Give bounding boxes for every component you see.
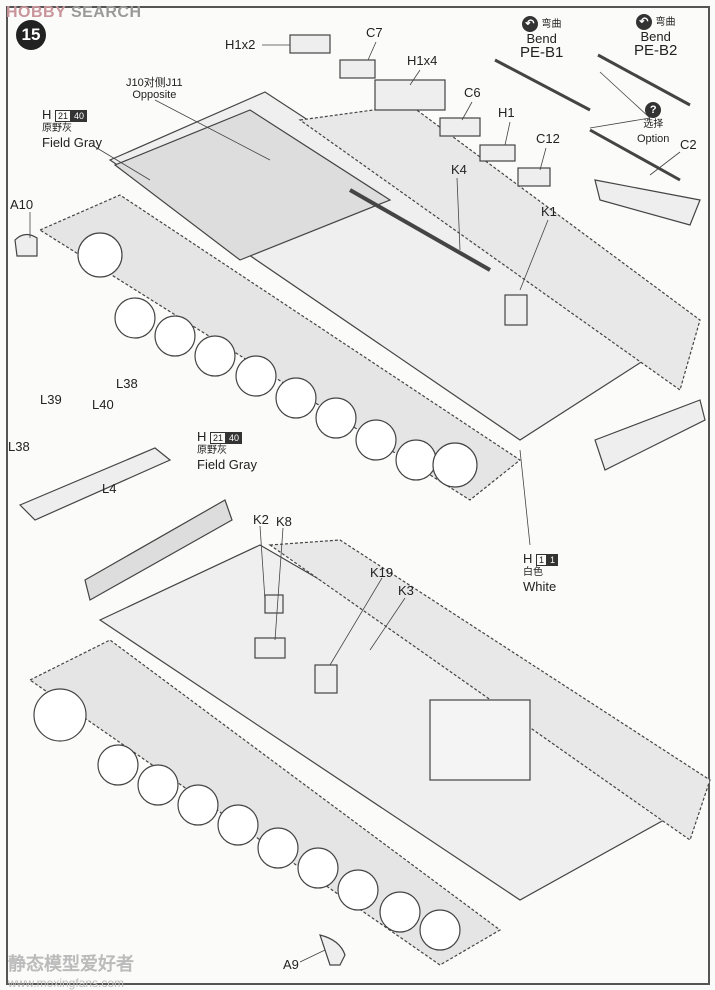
paint-name-en: White bbox=[523, 579, 557, 594]
part-label-l38-top: L38 bbox=[116, 376, 138, 391]
paint-code-alt: 40 bbox=[71, 109, 88, 122]
bend-icon: ↶ bbox=[521, 16, 538, 32]
paint-code: 21 bbox=[55, 109, 72, 122]
paint-code: 21 bbox=[210, 431, 227, 444]
paint-prefix: H bbox=[197, 429, 207, 444]
bend-callout-pe-b1: ↶ 弯曲 Bend PE-B1 bbox=[520, 16, 563, 60]
part-label-k19: K19 bbox=[370, 565, 394, 580]
part-label-h1: H1 bbox=[498, 105, 515, 120]
watermark-url: www.moxingfans.com bbox=[8, 976, 125, 990]
part-label-l39: L39 bbox=[40, 392, 62, 407]
lower-road-wheels bbox=[33, 688, 461, 951]
paint-code-alt: 1 bbox=[547, 553, 559, 566]
page-border bbox=[6, 6, 710, 985]
part-label-pe-b1: PE-B1 bbox=[520, 44, 564, 61]
logo-brand-b: SEARCH bbox=[70, 4, 142, 21]
option-callout: ? 选择 Option bbox=[637, 102, 669, 146]
part-label-c6: C6 bbox=[464, 85, 481, 100]
part-label-k4: K4 bbox=[451, 162, 467, 177]
track-links bbox=[289, 34, 706, 471]
option-cn: 选择 bbox=[643, 119, 664, 130]
upper-tank-hull bbox=[38, 91, 701, 501]
paint-name-en: Field Gray bbox=[42, 135, 102, 150]
watermark-cn: 静态模型爱好者 bbox=[8, 954, 134, 974]
paint-name-en: Field Gray bbox=[197, 457, 257, 472]
part-label-c7: C7 bbox=[366, 25, 383, 40]
bend-callout-pe-b2: ↶ 弯曲 Bend PE-B2 bbox=[634, 14, 677, 58]
opposite-note: J10对侧J11 Opposite bbox=[126, 77, 183, 101]
logo-brand-a: HOBBY bbox=[6, 4, 66, 21]
photo-etch-rails bbox=[349, 53, 691, 272]
part-label-pe-b2: PE-B2 bbox=[634, 42, 678, 59]
bend-en: Bend bbox=[526, 31, 557, 46]
opposite-text: Opposite bbox=[132, 89, 177, 101]
paint-name-cn: 原野灰 bbox=[197, 445, 227, 456]
part-label-c2: C2 bbox=[680, 137, 697, 152]
part-label-a9: A9 bbox=[283, 957, 299, 972]
paint-code: 1 bbox=[536, 553, 548, 566]
paint-prefix: H bbox=[42, 107, 52, 122]
bend-cn: 弯曲 bbox=[655, 17, 676, 28]
part-label-h1x2: H1x2 bbox=[225, 37, 256, 52]
bend-en: Bend bbox=[640, 29, 671, 44]
paint-code-alt: 40 bbox=[226, 431, 243, 444]
opposite-parts: J10对侧J11 bbox=[126, 77, 183, 89]
paint-prefix: H bbox=[523, 551, 533, 566]
hobby-search-logo: HOBBY SEARCH bbox=[6, 4, 142, 22]
parts-frame-L4 bbox=[14, 233, 528, 966]
step-number: 15 bbox=[16, 20, 46, 50]
option-en: Option bbox=[637, 133, 670, 145]
paint-name-cn: 白色 bbox=[523, 567, 543, 578]
upper-road-wheels bbox=[77, 232, 478, 488]
site-watermark: 静态模型爱好者 www.moxingfans.com bbox=[8, 950, 134, 990]
part-label-l4: L4 bbox=[102, 481, 117, 496]
bend-cn: 弯曲 bbox=[541, 19, 562, 30]
option-icon: ? bbox=[645, 102, 662, 118]
part-label-a10: A10 bbox=[10, 197, 34, 212]
leader-lines bbox=[29, 41, 681, 963]
paint-name-cn: 原野灰 bbox=[42, 123, 72, 134]
part-label-c12: C12 bbox=[536, 131, 560, 146]
part-label-l38-left: L38 bbox=[8, 439, 30, 454]
part-label-k1: K1 bbox=[541, 204, 557, 219]
bend-icon: ↶ bbox=[635, 14, 652, 30]
part-label-k2: K2 bbox=[253, 512, 269, 527]
lower-tank-hull bbox=[28, 539, 711, 966]
part-label-h1x4: H1x4 bbox=[407, 53, 438, 68]
part-label-k8: K8 bbox=[276, 514, 292, 529]
part-label-k3: K3 bbox=[398, 583, 414, 598]
part-label-l40: L40 bbox=[92, 397, 114, 412]
